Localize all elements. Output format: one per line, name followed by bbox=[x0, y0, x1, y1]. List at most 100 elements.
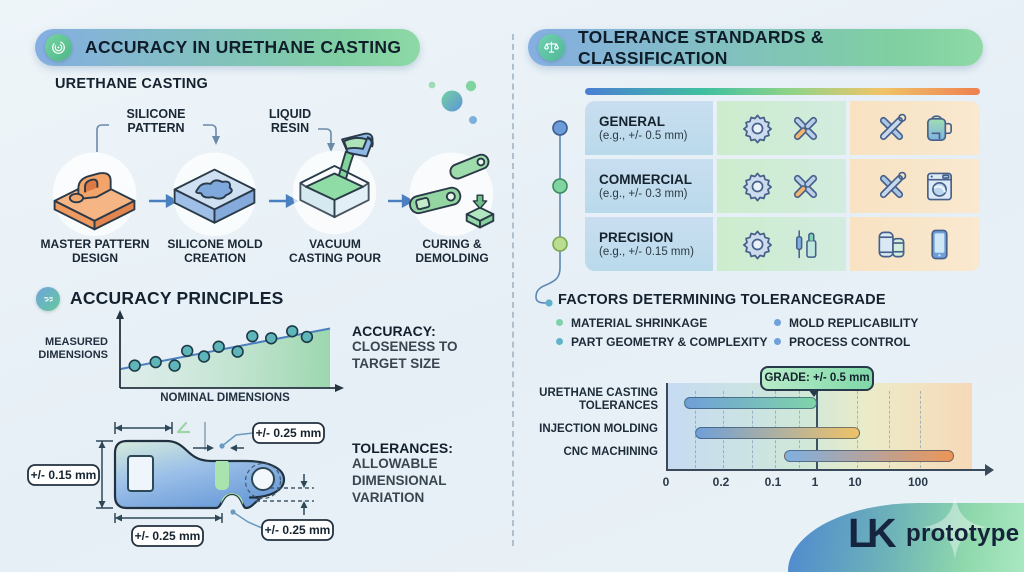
x-axis-tick: 0 bbox=[662, 475, 670, 489]
vacuum-pour-illustration bbox=[292, 132, 377, 235]
grade-timeline bbox=[535, 120, 568, 307]
classification-table: GENERAL (e.g., +/- 0.5 mm) COMMERCIAL (e… bbox=[585, 101, 980, 271]
brand-logo-text: prototype bbox=[906, 520, 1020, 547]
grade-name: PRECISION bbox=[599, 230, 674, 245]
left-header-title: ACCURACY IN URETHANE CASTING bbox=[85, 37, 402, 57]
left-header-pill: ACCURACY IN URETHANE CASTING bbox=[35, 29, 420, 66]
dim-bottom-label: +/- 0.25 mm bbox=[135, 529, 201, 543]
factor-label: MATERIAL SHRINKAGE bbox=[571, 316, 708, 330]
decorative-dots bbox=[428, 80, 477, 124]
accuracy-note: ACCURACY: CLOSENESS TO TARGET SIZE bbox=[352, 323, 492, 373]
timeline-dot-commercial bbox=[552, 178, 568, 194]
x-axis-tick: 0.1 bbox=[764, 475, 782, 489]
grade-example: (e.g., +/- 0.15 mm) bbox=[599, 246, 694, 258]
washing-machine-icon bbox=[923, 170, 956, 203]
factors-title: FACTORS DETERMINING TOLERANCEGRADE bbox=[558, 292, 886, 308]
parts-icons-cell bbox=[717, 217, 846, 271]
circular-hole bbox=[251, 467, 275, 491]
table-row-general: GENERAL (e.g., +/- 0.5 mm) bbox=[585, 101, 980, 155]
accuracy-principles-title: ACCURACY PRINCIPLES bbox=[70, 288, 284, 308]
accuracy-note-body: CLOSENESS TO TARGET SIZE bbox=[352, 339, 458, 371]
tolerance-note-heading: TOLERANCES: bbox=[352, 440, 453, 456]
x-axis-tick: 100 bbox=[907, 475, 929, 489]
rectangular-hole bbox=[127, 455, 154, 492]
timeline-dot-precision bbox=[552, 236, 568, 252]
parts-icons-cell bbox=[717, 159, 846, 213]
grade-example: (e.g., +/- 0.5 mm) bbox=[599, 130, 688, 142]
scatter-point bbox=[231, 345, 244, 358]
right-header-pill: TOLERANCE STANDARDS & CLASSIFICATION bbox=[528, 26, 983, 68]
scatter-point bbox=[246, 330, 259, 343]
bar-category-label: INJECTION MOLDING bbox=[539, 423, 658, 435]
bar-category-label: URETHANE CASTING TOLERANCES bbox=[539, 387, 658, 412]
grade-example: (e.g., +/- 0.3 mm) bbox=[599, 188, 688, 200]
bar-chart-plot-area bbox=[666, 383, 972, 470]
accuracy-scatter-chart bbox=[116, 310, 344, 392]
liquid-resin-callout: LIQUID RESIN bbox=[268, 107, 312, 135]
scale-icon bbox=[538, 34, 565, 61]
grade-name: COMMERCIAL bbox=[599, 172, 692, 187]
gear-icon bbox=[741, 170, 774, 203]
bar-category-label: CNC MACHINING bbox=[563, 446, 658, 458]
grade-cell-precision: PRECISION (e.g., +/- 0.15 mm) bbox=[585, 217, 713, 271]
bar-urethane-casting-tolerances bbox=[684, 397, 817, 409]
precision-tools-icon bbox=[789, 228, 822, 261]
x-axis-tick: 1 bbox=[811, 475, 819, 489]
factor-item: PART GEOMETRY & COMPLEXITY bbox=[556, 335, 774, 354]
x-axis-tick: 10 bbox=[848, 475, 862, 489]
scatter-points bbox=[128, 325, 314, 372]
process-connectors bbox=[96, 80, 477, 209]
right-header-title: TOLERANCE STANDARDS & CLASSIFICATION bbox=[578, 26, 824, 68]
dim-notch-label: +/- 0.25 mm bbox=[265, 523, 331, 537]
parts-icons-cell bbox=[717, 101, 846, 155]
master-pattern-illustration bbox=[52, 152, 137, 237]
scatter-y-axis-label: MEASURED DIMENSIONS bbox=[38, 336, 108, 361]
panel-divider bbox=[512, 34, 514, 546]
step-label-curing: CURING & DEMOLDING bbox=[415, 237, 489, 266]
products-icons-cell bbox=[850, 217, 980, 271]
scatter-point bbox=[197, 350, 211, 363]
bar-cnc-machining bbox=[784, 450, 954, 462]
scatter-point bbox=[300, 330, 314, 344]
lk-monogram: LK bbox=[848, 510, 897, 556]
bullet-icon bbox=[556, 319, 563, 326]
scatter-point bbox=[212, 340, 225, 353]
factor-item: PROCESS CONTROL bbox=[774, 335, 976, 354]
dim-slot-label: +/- 0.25 mm bbox=[256, 426, 322, 440]
branch-icon bbox=[36, 287, 60, 311]
tolerance-spectrum-bar bbox=[585, 88, 980, 95]
scatter-point bbox=[286, 325, 299, 338]
target-icon bbox=[45, 34, 72, 61]
step-label-master-pattern: MASTER PATTERN DESIGN bbox=[40, 237, 150, 266]
urethane-casting-title: URETHANE CASTING bbox=[55, 76, 209, 92]
table-row-commercial: COMMERCIAL (e.g., +/- 0.3 mm) bbox=[585, 159, 980, 213]
gridline bbox=[889, 391, 890, 468]
bullet-icon bbox=[774, 338, 781, 345]
bar-chart-x-axis bbox=[666, 469, 986, 471]
tolerance-note: TOLERANCES: ALLOWABLE DIMENSIONAL VARIAT… bbox=[352, 440, 492, 507]
silicone-pattern-callout: SILICONE PATTERN bbox=[126, 107, 186, 135]
bullet-icon bbox=[556, 338, 563, 345]
grade-callout-pointer bbox=[808, 389, 820, 397]
gear-icon bbox=[741, 112, 774, 145]
factor-label: MOLD REPLICABILITY bbox=[789, 316, 919, 330]
silicone-mold-illustration bbox=[172, 152, 257, 237]
table-row-precision: PRECISION (e.g., +/- 0.15 mm) bbox=[585, 217, 980, 271]
factor-label: PART GEOMETRY & COMPLEXITY bbox=[571, 335, 768, 349]
scatter-area-fill bbox=[120, 328, 330, 388]
step-label-vacuum-pour: VACUUM CASTING POUR bbox=[288, 237, 381, 266]
grade-callout: GRADE: +/- 0.5 mm bbox=[760, 366, 874, 391]
x-axis-arrowhead bbox=[985, 464, 994, 476]
timeline-end-dot bbox=[545, 299, 553, 307]
cured-parts-illustration bbox=[409, 152, 495, 237]
tolerance-part-diagram: +/- 0.15 mm +/- 0.25 mm +/- 0.25 mm +/- … bbox=[27, 421, 334, 547]
x-axis-tick: 0.2 bbox=[712, 475, 730, 489]
smartphone-icon bbox=[923, 228, 956, 261]
scatter-point bbox=[128, 359, 141, 372]
gridline bbox=[920, 391, 921, 468]
part-outline bbox=[113, 439, 286, 510]
factors-list: MATERIAL SHRINKAGE PART GEOMETRY & COMPLE… bbox=[556, 316, 976, 354]
grade-cell-general: GENERAL (e.g., +/- 0.5 mm) bbox=[585, 101, 713, 155]
gear-icon bbox=[741, 228, 774, 261]
tolerance-note-body: ALLOWABLE DIMENSIONAL VARIATION bbox=[352, 456, 447, 505]
